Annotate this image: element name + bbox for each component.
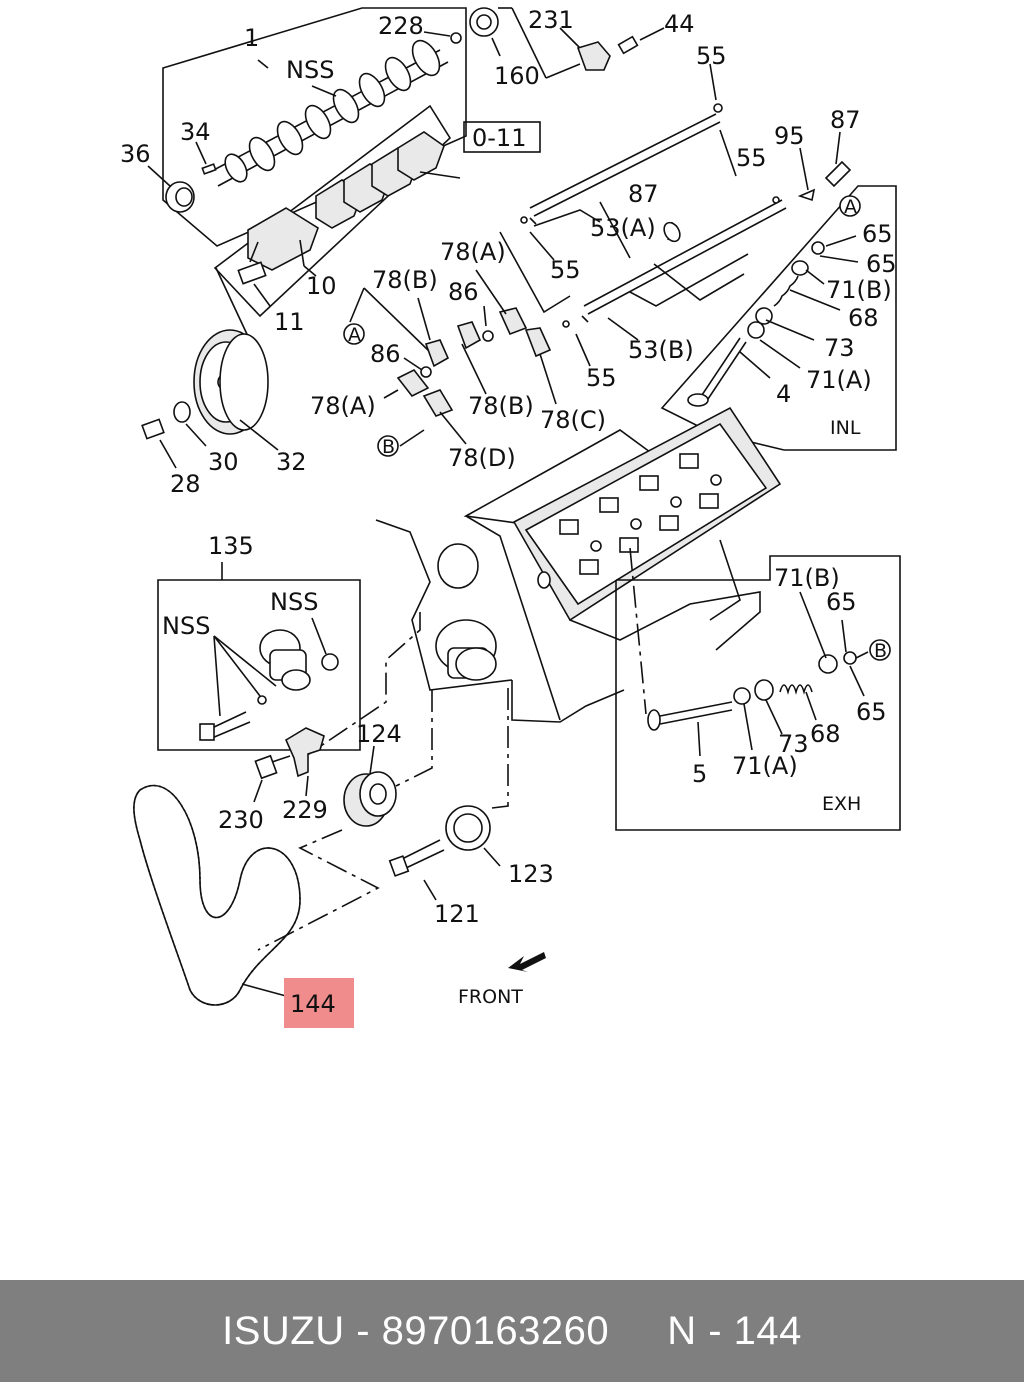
label-11: 11 xyxy=(274,308,305,336)
footer-separator: - xyxy=(344,1308,382,1353)
label-65-b: 65 xyxy=(866,250,897,278)
label-circle-b: B xyxy=(382,436,395,458)
rocker-arms xyxy=(349,269,557,447)
label-55-second: 55 xyxy=(736,144,767,172)
highlight-box xyxy=(284,978,354,1028)
label-144: 144 xyxy=(290,990,336,1018)
label-30: 30 xyxy=(208,448,239,476)
label-36: 36 xyxy=(120,140,151,168)
footer-gap xyxy=(609,1309,667,1354)
footer-ref: N - 144 xyxy=(667,1308,802,1353)
label-71b-exh: 71(B) xyxy=(774,564,840,592)
label-0-11: 0-11 xyxy=(472,124,526,152)
tensioner-group xyxy=(157,562,361,751)
label-87-top: 87 xyxy=(830,106,861,134)
footer-brand: ISUZU xyxy=(222,1308,345,1353)
reference-circles xyxy=(343,195,891,661)
label-71a-exh: 71(A) xyxy=(732,752,798,780)
label-95: 95 xyxy=(774,122,805,150)
footer-part-number: 8970163260 xyxy=(381,1308,610,1353)
camshaft-group xyxy=(147,7,541,318)
label-circle-a: A xyxy=(348,324,361,346)
label-55-mid: 55 xyxy=(550,256,581,284)
label-231: 231 xyxy=(528,6,574,34)
timing-belt xyxy=(133,784,301,1006)
label-10: 10 xyxy=(306,272,337,300)
label-78c: 78(C) xyxy=(540,406,606,434)
rocker-shafts xyxy=(499,113,852,367)
part-number-footer: ISUZU - 8970163260 N - 144 xyxy=(0,1280,1024,1382)
label-1: 1 xyxy=(244,24,259,52)
label-65-exh-top: 65 xyxy=(826,588,857,616)
label-4: 4 xyxy=(776,380,791,408)
label-78d: 78(D) xyxy=(448,444,516,472)
label-124: 124 xyxy=(356,720,402,748)
front-arrow xyxy=(508,952,546,972)
label-nss-bolts: NSS xyxy=(162,612,210,640)
cam-sprocket xyxy=(141,241,279,469)
label-68-inl: 68 xyxy=(848,304,879,332)
belt-routing xyxy=(253,547,647,951)
label-55-low: 55 xyxy=(586,364,617,392)
exhaust-valve-group xyxy=(615,555,901,831)
label-68-exh: 68 xyxy=(810,720,841,748)
label-78a: 78(A) xyxy=(310,392,376,420)
label-28: 28 xyxy=(170,470,201,498)
front-seal-and-bracket xyxy=(469,7,723,113)
label-exh: EXH xyxy=(822,793,861,815)
label-nss-washer: NSS xyxy=(270,588,318,616)
label-87: 87 xyxy=(628,180,659,208)
label-34: 34 xyxy=(180,118,211,146)
label-228: 228 xyxy=(378,12,424,40)
label-front: FRONT xyxy=(458,986,523,1008)
label-65-exh: 65 xyxy=(856,698,887,726)
label-78a-top: 78(A) xyxy=(440,238,506,266)
engine-block xyxy=(375,406,782,723)
label-inl: INL xyxy=(830,417,861,439)
label-78b-top: 78(B) xyxy=(372,266,438,294)
label-230: 230 xyxy=(218,806,264,834)
label-86: 86 xyxy=(370,340,401,368)
label-53b: 53(B) xyxy=(628,336,694,364)
label-78b: 78(B) xyxy=(468,392,534,420)
label-circle-b-exh: B xyxy=(874,640,887,662)
label-229: 229 xyxy=(282,796,328,824)
label-nss-camshaft: NSS xyxy=(286,56,334,84)
exploded-parts-diagram: 1 228 231 44 160 55 NSS 0-11 34 36 95 87… xyxy=(120,6,901,1028)
label-65-a: 65 xyxy=(862,220,893,248)
label-71b-inl: 71(B) xyxy=(826,276,892,304)
label-32: 32 xyxy=(276,448,307,476)
label-53a: 53(A) xyxy=(590,214,656,242)
label-160: 160 xyxy=(494,62,540,90)
label-73-inl: 73 xyxy=(824,334,855,362)
label-86-top: 86 xyxy=(448,278,479,306)
callout-labels: 1 228 231 44 160 55 NSS 0-11 34 36 95 87… xyxy=(120,6,897,1018)
label-135: 135 xyxy=(208,532,254,560)
label-73-exh: 73 xyxy=(778,730,809,758)
label-44: 44 xyxy=(664,10,695,38)
label-5: 5 xyxy=(692,760,707,788)
label-123: 123 xyxy=(508,860,554,888)
label-circle-a-inl: A xyxy=(844,196,857,218)
label-71a-inl: 71(A) xyxy=(806,366,872,394)
label-55-top: 55 xyxy=(696,42,727,70)
label-121: 121 xyxy=(434,900,480,928)
